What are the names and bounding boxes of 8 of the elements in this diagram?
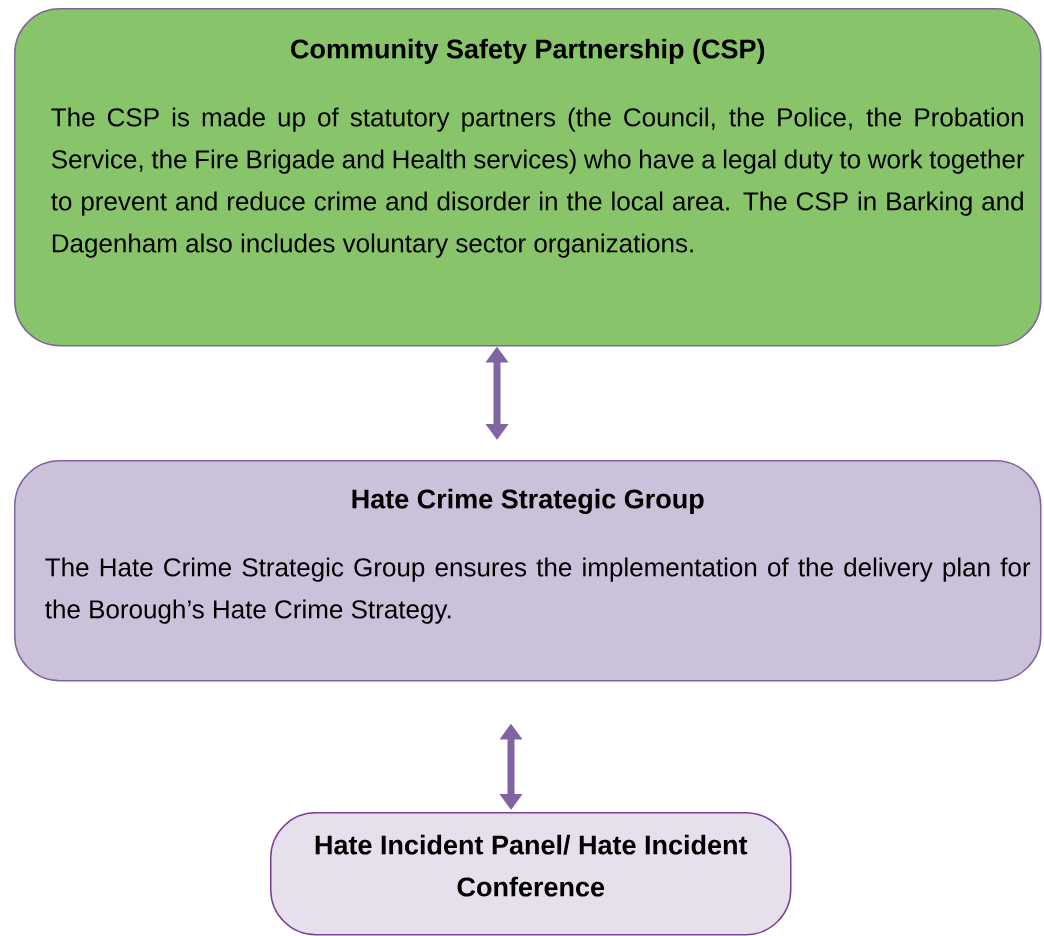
title-box bbox=[270, 812, 792, 936]
box-text: The Hate Crime Strategic Group ensures the implementation of the delivery plan for the Borough’s Hate Crime Strategy. bbox=[45, 557, 1031, 624]
process-box bbox=[14, 460, 1042, 682]
box-title: Hate Incident Panel/ Hate Incident Conference bbox=[315, 834, 748, 897]
box-title: Community Safety Partnership (CSP) bbox=[291, 38, 765, 64]
process-box bbox=[14, 8, 1042, 347]
box-title: Hate Crime Strategic Group bbox=[352, 488, 704, 515]
box-text: The CSP is made up of statutory partners (the Council, the Police, the Probation Service, the Fire Brigade and Health services) who have a legal duty to work together to prevent and reduce crime and disorder in the local area. The CSP in Barking and Dagenham also includes voluntary sector organizations. bbox=[51, 107, 1025, 258]
